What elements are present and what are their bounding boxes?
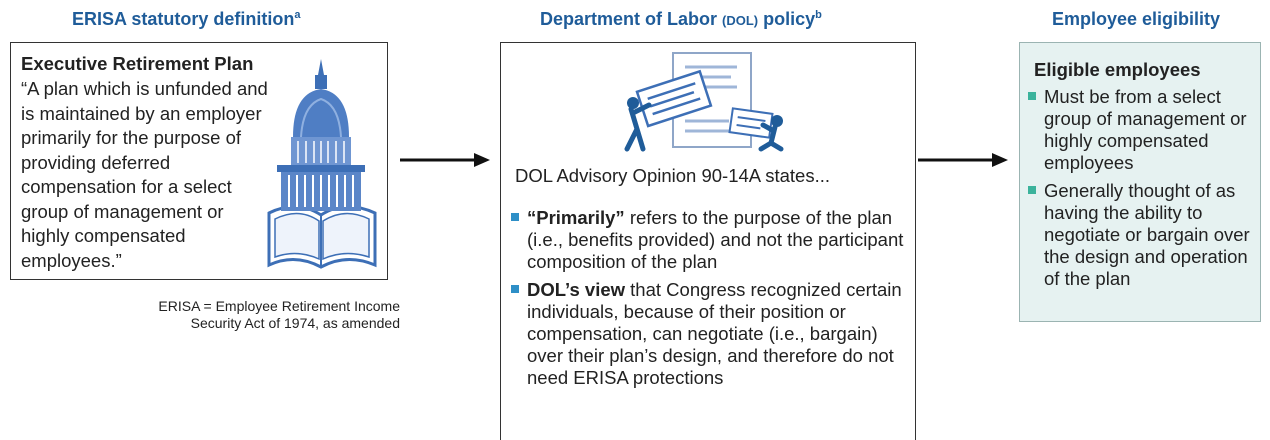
erisa-footnote: ERISA = Employee Retirement Income Secur…	[70, 298, 400, 332]
bullet-text: that Congress recognized certain individ…	[527, 279, 902, 388]
eligibility-heading-text: Employee eligibility	[1052, 9, 1221, 29]
capitol-book-icon	[267, 59, 377, 269]
list-item: DOL’s view that Congress recognized cert…	[511, 279, 907, 389]
erisa-footnote-line-1: ERISA = Employee Retirement Income	[158, 298, 400, 314]
list-item: “Primarily” refers to the purpose of the…	[511, 207, 907, 273]
eligible-employees-box: Eligible employees Must be from a select…	[1019, 42, 1261, 322]
erisa-heading: ERISA statutory definitiona	[72, 9, 300, 30]
right-arrow-icon	[400, 153, 490, 167]
erisa-definition-box: Executive Retirement Plan “A plan which …	[10, 42, 388, 280]
bullet-bold-lead: “Primarily”	[527, 207, 625, 228]
bullet-text: refers to the purpose of the plan (i.e.,…	[527, 207, 904, 272]
list-item: Must be from a select group of managemen…	[1028, 86, 1256, 174]
bullet-bold-lead: DOL’s view	[527, 279, 626, 300]
erisa-heading-text: ERISA statutory definition	[72, 9, 295, 29]
dol-bullet-list: “Primarily” refers to the purpose of the…	[511, 207, 907, 395]
eligibility-bullet-list: Must be from a select group of managemen…	[1028, 86, 1256, 296]
dol-footnote-marker: b	[815, 9, 822, 21]
advisory-opinion-text: DOL Advisory Opinion 90-14A states...	[515, 165, 831, 186]
dol-heading-policy: policy	[758, 9, 816, 29]
list-item: Generally thought of as having the abili…	[1028, 180, 1256, 290]
eligible-employees-title: Eligible employees	[1034, 59, 1201, 80]
eligibility-heading: Employee eligibility	[1052, 9, 1220, 30]
erisa-footnote-line-2: Security Act of 1974, as amended	[190, 315, 400, 331]
dol-heading-abbr: (DOL)	[722, 13, 759, 28]
right-arrow-icon	[918, 153, 1008, 167]
erisa-footnote-marker: a	[294, 9, 301, 21]
dol-policy-box: DOL Advisory Opinion 90-14A states... “P…	[500, 42, 916, 440]
people-documents-icon	[624, 52, 784, 152]
plan-definition-quote: “A plan which is unfunded and is maintai…	[21, 78, 268, 271]
dol-heading: Department of Labor (DOL) policyb	[540, 9, 822, 30]
plan-title: Executive Retirement Plan	[21, 53, 254, 74]
dol-heading-text: Department of Labor	[540, 9, 723, 29]
